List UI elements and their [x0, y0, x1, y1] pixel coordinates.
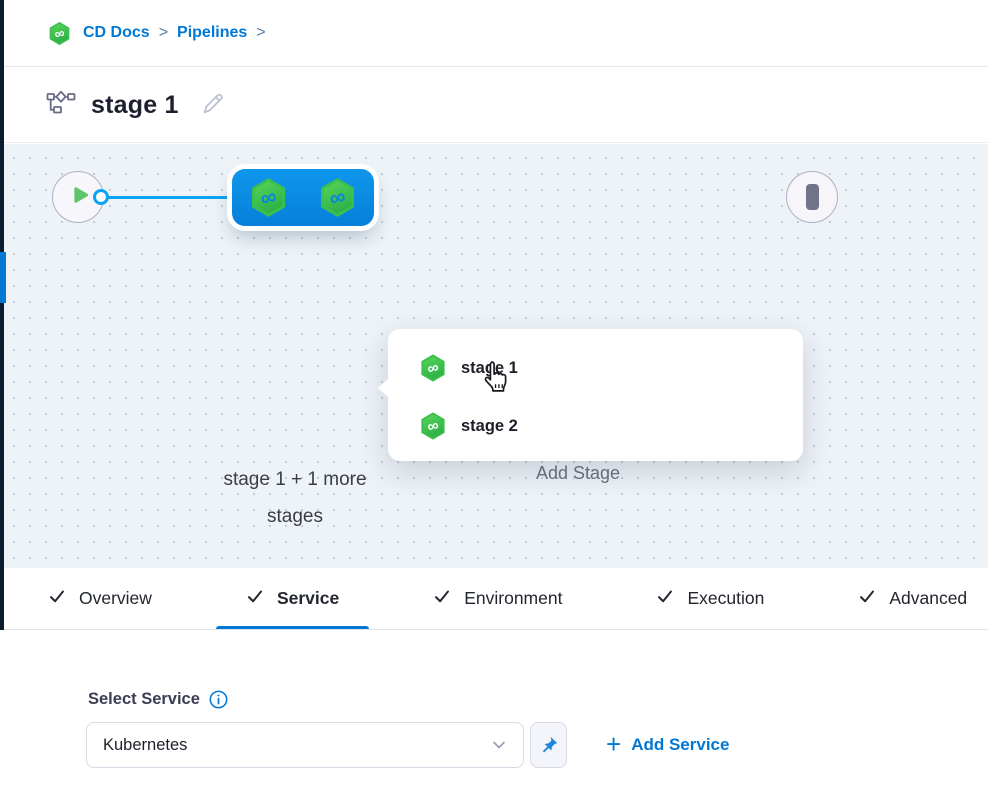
- tab-overview[interactable]: Overview: [18, 568, 182, 629]
- popup-item-stage-1[interactable]: ∞ stage 1: [420, 353, 803, 383]
- add-service-button[interactable]: + Add Service: [606, 728, 730, 759]
- cd-stage-icon: ∞: [250, 177, 287, 218]
- cd-stage-icon: ∞: [420, 354, 446, 382]
- breadcrumb-separator: >: [256, 24, 266, 41]
- run-icon: [70, 185, 90, 210]
- popup-item-label: stage 1: [461, 358, 518, 377]
- left-nav-rail[interactable]: [0, 0, 4, 630]
- service-select-row: Kubernetes: [86, 722, 567, 768]
- svg-text:∞: ∞: [327, 183, 349, 211]
- stage-group-node[interactable]: ∞ ∞: [232, 169, 374, 226]
- pin-service-button[interactable]: [530, 722, 567, 768]
- pipeline-connector-line: [107, 195, 230, 199]
- harness-cd-icon: ∞: [48, 21, 71, 46]
- stop-icon: [805, 184, 819, 210]
- left-nav-active-indicator[interactable]: [0, 252, 6, 303]
- pipeline-icon: [46, 89, 76, 121]
- tab-advanced[interactable]: Advanced: [828, 568, 988, 629]
- popup-arrow: [378, 378, 389, 398]
- info-icon[interactable]: [209, 690, 228, 709]
- title-bar: stage 1: [0, 68, 988, 143]
- check-icon: [246, 587, 264, 610]
- stage-list-popup: ∞ stage 1 ∞ stage 2: [378, 329, 803, 461]
- svg-text:∞: ∞: [426, 359, 441, 378]
- tab-execution[interactable]: Execution: [626, 568, 794, 629]
- chevron-down-icon: [491, 737, 507, 753]
- service-tab-content: Select Service Kubernetes + Add Ser: [0, 630, 988, 793]
- add-stage-label[interactable]: Add Stage: [535, 463, 621, 483]
- start-node-port[interactable]: [93, 189, 109, 205]
- cd-stage-icon: ∞: [420, 412, 446, 440]
- pipeline-end-node[interactable]: [786, 171, 838, 223]
- stage-node-label: stage 1 + 1 more stages: [223, 469, 367, 527]
- check-icon: [48, 587, 66, 610]
- select-service-label: Select Service: [88, 690, 200, 708]
- popup-item-label: stage 2: [461, 416, 518, 435]
- svg-text:∞: ∞: [53, 24, 67, 42]
- pin-icon: [539, 735, 559, 755]
- tab-environment[interactable]: Environment: [403, 568, 592, 629]
- pipeline-canvas[interactable]: ∞ ∞ stage 1 + 1 more stages Add Stage ∞: [0, 144, 988, 568]
- check-icon: [858, 587, 876, 610]
- header-bar: ∞ CD Docs > Pipelines >: [0, 0, 988, 67]
- check-icon: [433, 587, 451, 610]
- popup-item-stage-2[interactable]: ∞ stage 2: [420, 411, 803, 441]
- tab-service[interactable]: Service: [215, 568, 370, 629]
- select-service-label-row: Select Service: [88, 690, 228, 709]
- service-select-value: Kubernetes: [103, 735, 188, 754]
- breadcrumb: ∞ CD Docs > Pipelines >: [48, 21, 266, 46]
- svg-text:∞: ∞: [426, 417, 441, 436]
- stage-tabbar: Overview Service Environment Execution A…: [0, 568, 988, 630]
- page-title: stage 1: [91, 90, 179, 119]
- cd-stage-icon: ∞: [319, 177, 356, 218]
- plus-icon: +: [606, 728, 622, 759]
- svg-text:∞: ∞: [258, 183, 280, 211]
- breadcrumb-link-project[interactable]: CD Docs: [83, 24, 150, 41]
- breadcrumb-separator: >: [158, 24, 169, 41]
- service-select-input[interactable]: Kubernetes: [86, 722, 524, 768]
- cursor-hand-pointer-icon: [478, 359, 514, 402]
- check-icon: [656, 587, 674, 610]
- breadcrumb-link-pipelines[interactable]: Pipelines: [177, 24, 248, 41]
- edit-icon[interactable]: [200, 90, 225, 120]
